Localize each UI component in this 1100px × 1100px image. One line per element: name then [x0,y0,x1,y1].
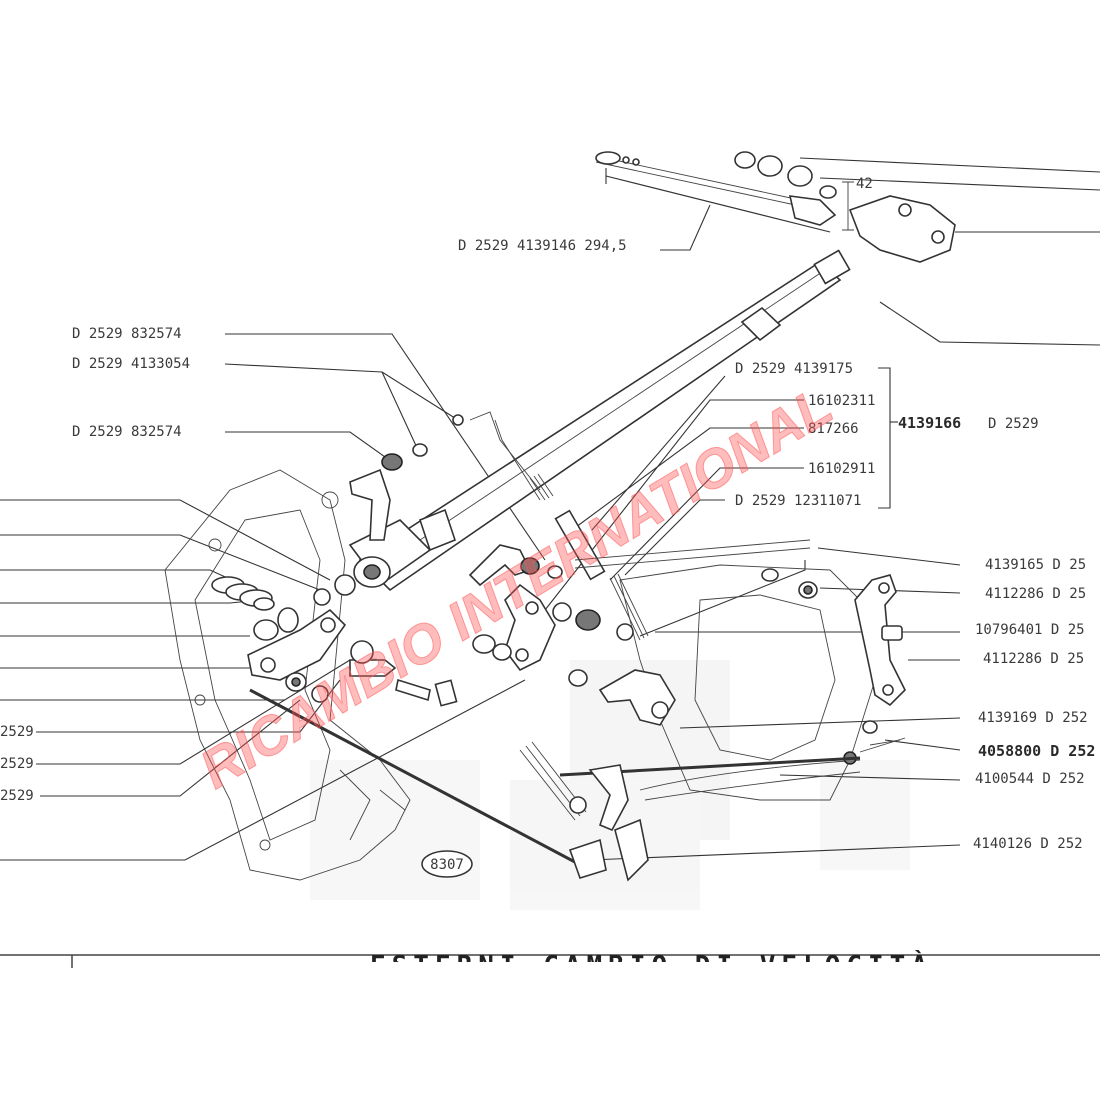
figure-number: 8307 [430,857,464,873]
gearbox-housing-left [164,469,411,881]
callout-6: 16102311 [808,393,875,409]
callout-18: 4140126 D 252 [973,836,1083,852]
watermark-text: RICAMBIO INTERNATIONAL [190,375,842,800]
callout-2: D 2529 832574 [72,326,182,342]
group-label: 4139166 [898,414,961,432]
watermark: RICAMBIO INTERNATIONAL [190,375,843,801]
group-label-code: D 2529 [988,416,1039,432]
callout-20: 2529 [0,756,34,772]
callout-9: D 2529 12311071 [735,493,861,509]
callout-1: D 2529 4139146 294,5 [458,238,627,254]
callout-labels: D 2529 4139146 294,5 D 2529 832574 D 252… [0,238,1095,852]
callout-11: 4139165 D 25 [985,557,1086,573]
gearbox-housing-right [619,564,906,801]
callout-4: D 2529 832574 [72,424,182,440]
selector-joint-assembly: 42 [595,151,956,263]
callout-8: 16102911 [808,461,875,477]
callout-12: 4112286 D 25 [985,586,1086,602]
callout-14: 4112286 D 25 [983,651,1084,667]
callout-21: 2529 [0,788,34,804]
callout-7: 817266 [808,421,859,437]
figure-number-badge: 8307 [421,850,473,878]
callout-15: 4139169 D 252 [978,710,1088,726]
callout-13: 10796401 D 25 [975,622,1085,638]
callout-3: D 2529 4133054 [72,356,190,372]
section-title: ESTERNI CAMBIO DI VELOCITÀ [370,949,933,981]
callout-5: D 2529 4139175 [735,361,853,377]
leader-lines [0,157,1100,861]
callout-17: 4100544 D 252 [975,771,1085,787]
linkage-parts [211,411,906,882]
dimension-42: 42 [856,176,873,192]
callout-16: 4058800 D 252 [978,742,1095,760]
section-footer: ESTERNI CAMBIO DI VELOCITÀ [0,949,1100,981]
callout-19: 2529 [0,724,34,740]
